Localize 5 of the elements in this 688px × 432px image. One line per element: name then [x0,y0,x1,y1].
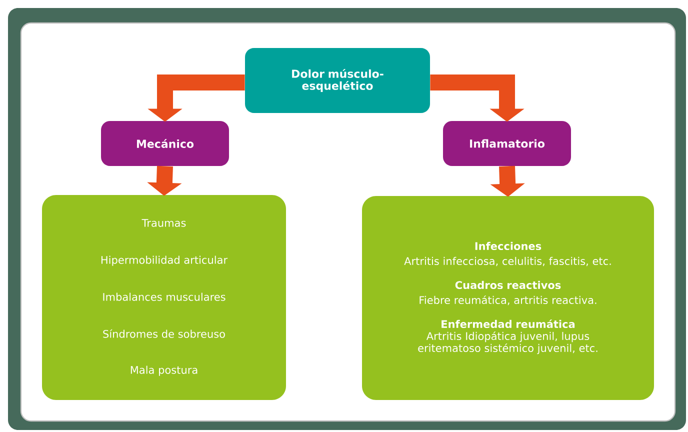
category-box: Dolor músculo-esquelético [245,48,430,113]
list-box: Traumas Hipermobilidad articular Imbalances musculares Síndromes de sobreuso Mala postura [42,195,286,400]
list-box: Infecciones Artritis infecciosa, celulitis, fascitis, etc. Cuadros reactivos Fiebre reumática, artritis reactiva. Enfermedad reumática Artritis Idiopática juvenil, lupus eritematoso sistémico juvenil, etc. [362,196,654,400]
category-box: Inflamatorio [443,121,571,166]
category-box: Mecánico [101,121,229,166]
